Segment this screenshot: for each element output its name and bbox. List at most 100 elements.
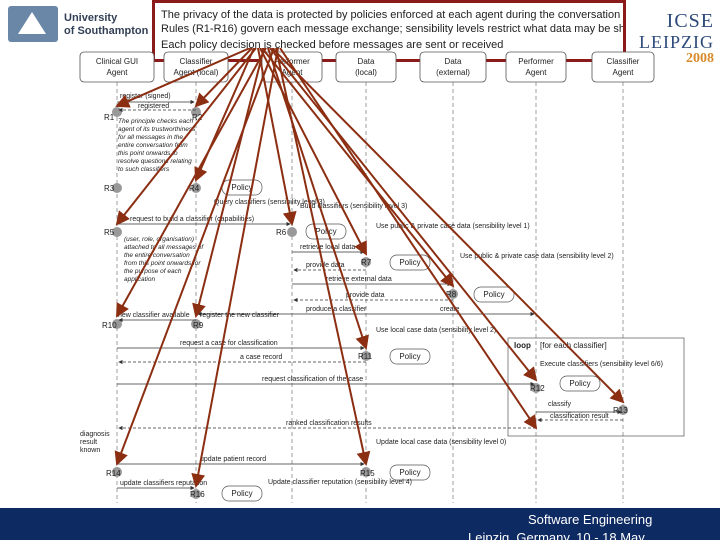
annotation-arrows <box>114 48 625 488</box>
rule-markers: R1 R2 R3 R4 R5 R6 R7 R8 R9 R10 R11 R12 R… <box>102 107 628 499</box>
lifeline-4-label-b: (local) <box>355 68 377 77</box>
note-principle: The principle checks each agent of its t… <box>118 118 195 173</box>
policy-label-7: Policy <box>399 468 420 477</box>
conference-city: LEIPZIG <box>639 32 714 52</box>
lifeline-3-label-a: Performer <box>274 57 310 66</box>
rule-r4: R4 <box>189 184 200 193</box>
lifeline-1-label-a: Clinical GUI <box>96 57 138 66</box>
msg-produce-classifier: produce a classifier <box>306 306 367 313</box>
msg-classification-result: classification result <box>550 413 609 420</box>
footer-location: Leipzig, Germany, 10 - 18 May <box>468 530 645 545</box>
rule-dot-r6 <box>287 227 297 237</box>
policy-box-3 <box>389 254 431 271</box>
policy-box-4 <box>473 286 515 303</box>
rule-r9: R9 <box>193 321 204 330</box>
rule-dot-r4 <box>191 183 201 193</box>
university-name: University of Southampton <box>64 12 148 38</box>
rule-r7: R7 <box>361 258 372 267</box>
msg-provide-data: provide data <box>306 262 345 269</box>
lifeline-7-label-a: Classifier <box>607 57 640 66</box>
msg-request-classification: request classification of the case <box>262 376 363 383</box>
msg-update-reputation: Update classifier reputation (sensibilit… <box>268 479 412 486</box>
rule-r5: R5 <box>104 228 115 237</box>
msg-classify: classify <box>548 401 571 408</box>
msg-use-public-private-2: Use public & private case data (sensibil… <box>460 253 614 260</box>
rule-dot-r7 <box>361 257 371 267</box>
annot-arrow-10 <box>267 48 369 350</box>
msg-register-new: register the new classifier <box>200 312 280 319</box>
policy-label-5: Policy <box>399 352 420 361</box>
msg-update-local-case: Update local case data (sensibility leve… <box>376 439 506 446</box>
conference-name: ICSE <box>666 10 714 32</box>
msg-execute-classifiers: Execute classifiers (sensibility level 6… <box>540 361 663 368</box>
annot-arrow-9 <box>116 48 267 318</box>
lifeline-7-label-b: Agent <box>613 68 635 77</box>
loop-guard: [for each classifier] <box>540 341 607 350</box>
annot-arrow-11 <box>269 48 538 382</box>
rule-r3: R3 <box>104 184 115 193</box>
lifeline-6-label-a: Performer <box>518 57 554 66</box>
university-line2: of Southampton <box>64 25 149 37</box>
lifeline-1-label-b: Agent <box>107 68 129 77</box>
rule-r6: R6 <box>276 228 287 237</box>
msg-use-public-private: Use public & private case data (sensibil… <box>376 223 530 230</box>
msg-create: create <box>440 306 460 313</box>
msg-known: known <box>80 447 100 454</box>
rule-r12: R12 <box>530 384 545 393</box>
annot-arrow-15 <box>191 48 279 488</box>
policy-label-6: Policy <box>569 379 590 388</box>
msg-update-classifiers-rep: update classifiers reputation <box>120 480 207 487</box>
sequence-diagram: Clinical GUI Agent Classifier Agent (loc… <box>0 48 720 508</box>
callout-line-2: Rules (R1-R16) govern each message excha… <box>161 23 626 35</box>
annot-arrow-2 <box>194 48 253 108</box>
policy-label-2: Policy <box>315 227 336 236</box>
rule-r2: R2 <box>192 113 203 122</box>
lifeline-3-label-b: Agent <box>282 68 304 77</box>
rule-dot-r14 <box>112 467 122 477</box>
lifeline-6-label-b: Agent <box>526 68 548 77</box>
annot-arrow-8 <box>192 48 265 318</box>
message-labels: register (signed) registered request to … <box>80 93 663 487</box>
rule-r13: R13 <box>613 406 628 415</box>
rule-dot-r3 <box>112 183 122 193</box>
rule-dot-r15 <box>361 467 371 477</box>
lifeline-2-label-a: Classifier <box>180 57 213 66</box>
lifeline-headers: Clinical GUI Agent Classifier Agent (loc… <box>79 51 655 83</box>
rule-dot-r5 <box>112 227 122 237</box>
footer-bar: Software Engineering Leipzig, Germany, 1… <box>0 508 720 545</box>
policy-box-6 <box>559 375 601 392</box>
footer-title: Software Engineering <box>528 512 653 527</box>
msg-use-local-case: Use local case data (sensibility level 2… <box>376 327 496 334</box>
lifeline-5-label-a: Data <box>445 57 462 66</box>
policy-box-8 <box>221 485 263 502</box>
university-line1: University <box>64 12 118 24</box>
msg-ranked-results: ranked classification results <box>286 420 372 427</box>
rule-dot-r2 <box>191 107 201 117</box>
conference-year: 2008 <box>686 51 714 66</box>
university-logo: University of Southampton <box>0 0 152 48</box>
policy-label-8: Policy <box>231 489 252 498</box>
sequence-diagram-svg: Clinical GUI Agent Classifier Agent (loc… <box>79 48 685 503</box>
msg-case-record: a case record <box>240 354 283 361</box>
loop-label: loop <box>514 341 531 350</box>
policy-box-7 <box>389 464 431 481</box>
annot-arrow-1 <box>115 48 251 108</box>
msg-build-classifier: request to build a classifier (capabilit… <box>130 216 254 223</box>
annot-arrow-6 <box>259 48 367 256</box>
msg-result: result <box>80 439 97 446</box>
msg-query-classifiers: Query classifiers (sensibility level 3) <box>214 199 325 206</box>
annot-arrow-7 <box>261 48 455 288</box>
annot-arrow-14 <box>275 48 371 466</box>
callout-line-3: Each policy decision is checked before m… <box>161 39 504 51</box>
policy-label-1: Policy <box>231 183 252 192</box>
rule-r14: R14 <box>106 469 121 478</box>
msg-update-patient: update patient record <box>200 456 266 463</box>
msg-provide-data-2: provide data <box>346 292 385 299</box>
callout-box: The privacy of the data is protected by … <box>152 0 626 62</box>
rule-r16: R16 <box>190 490 205 499</box>
rule-dot-r16 <box>191 489 201 499</box>
msg-diagnosis: diagnosis <box>80 431 110 438</box>
rule-r10: R10 <box>102 321 117 330</box>
msg-retrieve-local: retrieve local data <box>300 244 355 251</box>
msg-request-case: request a case for classification <box>180 340 278 347</box>
